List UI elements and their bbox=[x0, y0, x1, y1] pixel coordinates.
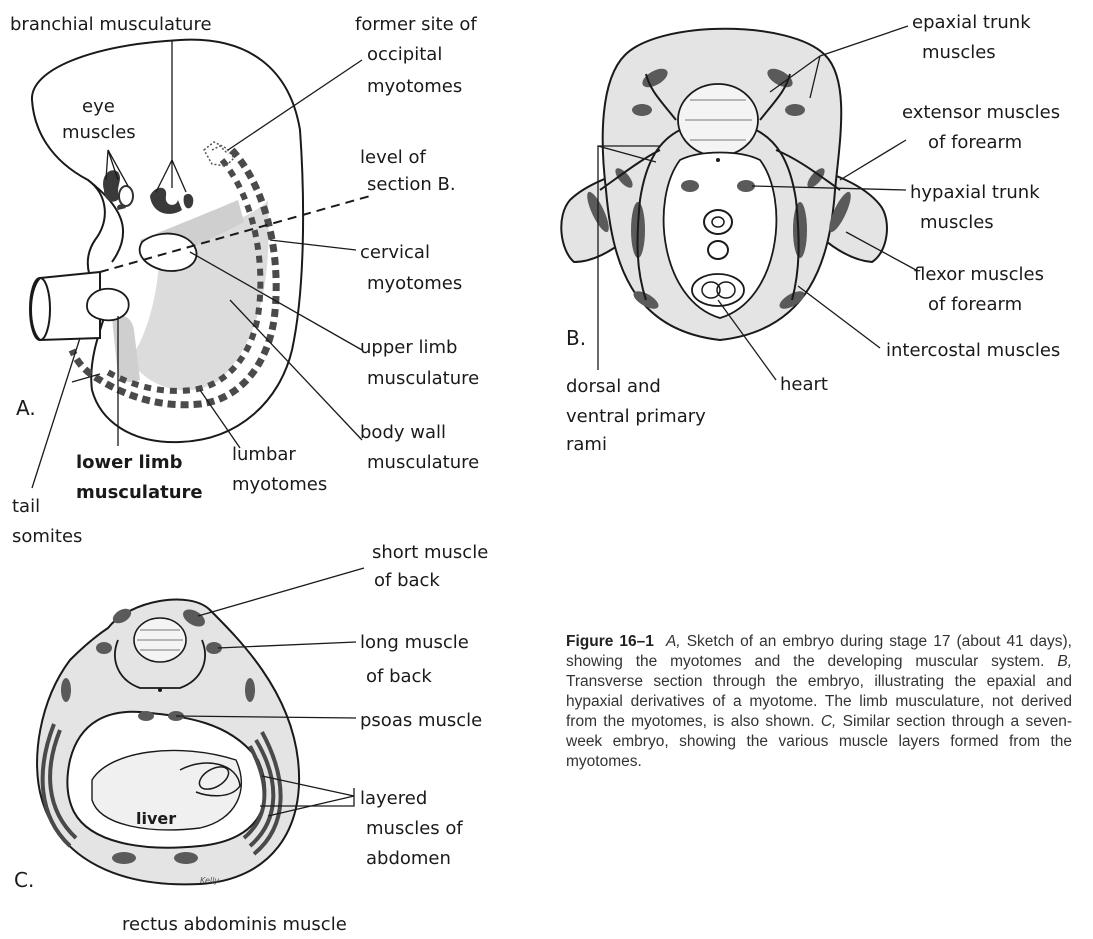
label-layered-3: abdomen bbox=[366, 846, 451, 872]
lower-limb-musculature bbox=[112, 315, 140, 382]
label-hypaxial-1: hypaxial trunk bbox=[910, 180, 1040, 206]
label-dorsal-3: rami bbox=[566, 432, 607, 458]
label-short-muscle-2: of back bbox=[374, 568, 440, 594]
label-lumbar-2: myotomes bbox=[232, 472, 327, 498]
label-branchial-musculature: branchial musculature bbox=[10, 12, 212, 38]
label-lumbar-1: lumbar bbox=[232, 442, 296, 468]
label-cervical-1: cervical bbox=[360, 240, 430, 266]
label-flexor-2: of forearm bbox=[928, 292, 1022, 318]
label-upper-limb-1: upper limb bbox=[360, 335, 457, 361]
label-heart: heart bbox=[780, 372, 828, 398]
eye-muscles bbox=[103, 170, 133, 210]
label-layered-1: layered bbox=[360, 786, 427, 812]
occipital-site bbox=[204, 142, 234, 166]
caption-c-letter: C, bbox=[821, 713, 837, 730]
label-lower-limb-2: musculature bbox=[76, 480, 203, 506]
label-layered-2: muscles of bbox=[366, 816, 463, 842]
label-former-site-2: occipital bbox=[367, 42, 442, 68]
label-extensor-1: extensor muscles bbox=[902, 100, 1060, 126]
label-long-muscle-1: long muscle bbox=[360, 630, 469, 656]
label-cervical-2: myotomes bbox=[367, 271, 462, 297]
label-body-wall-2: musculature bbox=[367, 450, 479, 476]
panel-a-letter: A. bbox=[16, 396, 36, 420]
figure-number: Figure 16–1 bbox=[566, 633, 654, 650]
label-eye-muscles-2: muscles bbox=[62, 120, 136, 146]
label-rectus-abdominis: rectus abdominis muscle bbox=[122, 912, 347, 938]
label-liver: liver bbox=[136, 806, 176, 832]
label-long-muscle-2: of back bbox=[366, 664, 432, 690]
artist-signature: Kelly bbox=[200, 876, 219, 886]
label-dorsal-2: ventral primary bbox=[566, 404, 706, 430]
label-intercostal: intercostal muscles bbox=[886, 338, 1060, 364]
label-dorsal-1: dorsal and bbox=[566, 374, 661, 400]
label-lower-limb-1: lower limb bbox=[76, 450, 183, 476]
label-tail-1: tail bbox=[12, 494, 40, 520]
label-tail-2: somites bbox=[12, 524, 82, 550]
panel-b-letter: B. bbox=[566, 326, 586, 350]
panel-c-letter: C. bbox=[14, 868, 34, 892]
label-body-wall-1: body wall bbox=[360, 420, 446, 446]
panel-c-section bbox=[37, 600, 299, 885]
label-extensor-2: of forearm bbox=[928, 130, 1022, 156]
label-eye-muscles-1: eye bbox=[82, 94, 115, 120]
label-epaxial-2: muscles bbox=[922, 40, 996, 66]
panel-b-section bbox=[561, 29, 887, 340]
heart bbox=[692, 274, 744, 306]
label-level-1: level of bbox=[360, 145, 426, 171]
figure-caption: Figure 16–1 A, Sketch of an embryo durin… bbox=[566, 632, 1072, 772]
label-short-muscle-1: short muscle bbox=[372, 540, 488, 566]
label-flexor-1: flexor muscles bbox=[914, 262, 1044, 288]
label-psoas: psoas muscle bbox=[360, 708, 482, 734]
label-epaxial-1: epaxial trunk bbox=[912, 10, 1031, 36]
label-hypaxial-2: muscles bbox=[920, 210, 994, 236]
caption-a-letter: A, bbox=[666, 633, 681, 650]
label-level-2: section B. bbox=[367, 172, 456, 198]
label-former-site-3: myotomes bbox=[367, 74, 462, 100]
label-former-site-1: former site of bbox=[355, 12, 477, 38]
label-upper-limb-2: musculature bbox=[367, 366, 479, 392]
caption-b-letter: B, bbox=[1057, 653, 1072, 670]
